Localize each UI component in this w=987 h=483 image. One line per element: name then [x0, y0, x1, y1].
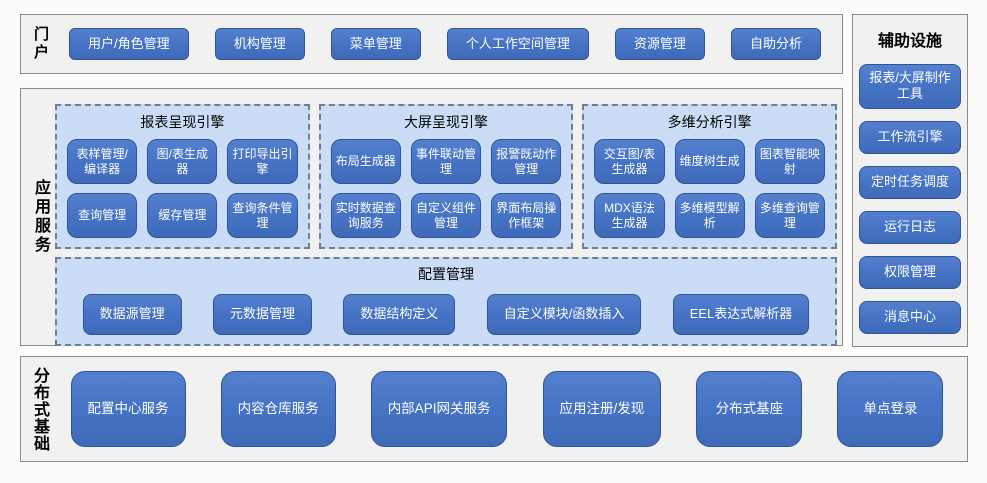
engine-group-report: 报表呈现引擎 表样管理/编译器 图/表生成器 打印导出引擎 查询管理 缓存管理 … [55, 104, 310, 249]
auxiliary-column: 报表/大屏制作工具 工作流引擎 定时任务调度 运行日志 权限管理 消息中心 [859, 64, 961, 334]
engine-item-ui-layout-framework: 界面布局操作框架 [491, 193, 562, 238]
app-services-content: 报表呈现引擎 表样管理/编译器 图/表生成器 打印导出引擎 查询管理 缓存管理 … [48, 89, 842, 346]
engine-groups-row: 报表呈现引擎 表样管理/编译器 图/表生成器 打印导出引擎 查询管理 缓存管理 … [55, 104, 838, 249]
engine-item-layout-generator: 布局生成器 [330, 139, 401, 184]
engine-item-chart-smart-mapping: 图表智能映射 [754, 139, 826, 184]
config-item-data-structure-definition: 数据结构定义 [343, 294, 456, 335]
aux-item-permission-mgmt: 权限管理 [859, 255, 961, 289]
portal-row: 用户/角色管理 机构管理 菜单管理 个人工作空间管理 资源管理 自助分析 [48, 28, 842, 60]
engine-item-event-linkage-mgmt: 事件联动管理 [410, 139, 482, 184]
config-mgmt-group: 配置管理 数据源管理 元数据管理 数据结构定义 自定义模块/函数插入 EEL表达… [55, 257, 837, 346]
aux-item-run-logs: 运行日志 [859, 210, 961, 244]
engine-item-dimension-tree-generation: 维度树生成 [674, 139, 745, 184]
config-item-eel-expression-parser: EEL表达式解析器 [672, 294, 810, 335]
engine-grid: 布局生成器 事件联动管理 报警既动作管理 实时数据查询服务 自定义组件管理 界面… [330, 139, 562, 238]
engine-group-title: 报表呈现引擎 [140, 114, 225, 130]
auxiliary-facilities-title: 辅助设施 [877, 33, 942, 50]
engine-item-report-style-compiler: 表样管理/编译器 [67, 139, 138, 184]
portal-item-self-analysis: 自助分析 [730, 28, 821, 60]
portal-item-user-role-mgmt: 用户/角色管理 [69, 28, 189, 60]
portal-item-org-mgmt: 机构管理 [214, 28, 305, 60]
engine-group-bigscreen: 大屏呈现引擎 布局生成器 事件联动管理 报警既动作管理 实时数据查询服务 自定义… [318, 104, 574, 249]
engine-group-title: 大屏呈现引擎 [404, 114, 488, 130]
base-item-config-center-service: 配置中心服务 [70, 371, 186, 447]
base-item-distributed-pedestal: 分布式基座 [696, 371, 803, 447]
aux-item-message-center: 消息中心 [859, 300, 961, 334]
app-services-section-label: 应用服务 [32, 179, 49, 255]
distributed-base-section: 分布式基础 配置中心服务 内容仓库服务 内部API网关服务 应用注册/发现 分布… [20, 356, 968, 462]
aux-item-workflow-engine: 工作流引擎 [859, 120, 961, 154]
portal-section-label: 门户 [32, 26, 49, 62]
engine-grid: 表样管理/编译器 图/表生成器 打印导出引擎 查询管理 缓存管理 查询条件管理 [67, 139, 298, 238]
base-item-app-registration-discovery: 应用注册/发现 [542, 371, 662, 447]
aux-item-scheduled-task-dispatch: 定时任务调度 [859, 165, 961, 199]
distributed-base-row: 配置中心服务 内容仓库服务 内部API网关服务 应用注册/发现 分布式基座 单点… [47, 371, 967, 447]
engine-group-olap: 多维分析引擎 交互图/表生成器 维度树生成 图表智能映射 MDX语法生成器 多维… [582, 104, 838, 249]
engine-item-mdx-syntax-generator: MDX语法生成器 [594, 193, 665, 238]
engine-item-custom-component-mgmt: 自定义组件管理 [410, 193, 482, 238]
base-item-internal-api-gateway-service: 内部API网关服务 [370, 371, 508, 447]
base-item-content-repository-service: 内容仓库服务 [220, 371, 336, 447]
config-item-metadata-mgmt: 元数据管理 [213, 294, 313, 335]
config-group-title: 配置管理 [418, 266, 474, 282]
portal-item-resource-mgmt: 资源管理 [614, 28, 705, 60]
app-services-section: 应用服务 报表呈现引擎 表样管理/编译器 图/表生成器 打印导出引擎 查询管理 … [20, 88, 843, 346]
engine-item-cache-mgmt: 缓存管理 [147, 193, 218, 238]
engine-item-print-export-engine: 打印导出引擎 [227, 139, 298, 184]
engine-item-multidim-model-parsing: 多维模型解析 [674, 193, 745, 238]
engine-item-realtime-query-service: 实时数据查询服务 [330, 193, 401, 238]
portal-item-workspace-mgmt: 个人工作空间管理 [446, 28, 589, 60]
config-row: 数据源管理 元数据管理 数据结构定义 自定义模块/函数插入 EEL表达式解析器 [67, 294, 825, 335]
portal-section: 门户 用户/角色管理 机构管理 菜单管理 个人工作空间管理 资源管理 自助分析 [20, 14, 843, 74]
auxiliary-facilities-panel: 辅助设施 报表/大屏制作工具 工作流引擎 定时任务调度 运行日志 权限管理 消息… [852, 14, 968, 347]
engine-item-query-mgmt: 查询管理 [67, 193, 138, 238]
engine-item-interactive-chart-generator: 交互图/表生成器 [594, 139, 665, 184]
portal-item-menu-mgmt: 菜单管理 [330, 28, 421, 60]
engine-grid: 交互图/表生成器 维度树生成 图表智能映射 MDX语法生成器 多维模型解析 多维… [594, 139, 826, 238]
engine-item-multidim-query-mgmt: 多维查询管理 [754, 193, 826, 238]
config-item-datasource-mgmt: 数据源管理 [82, 294, 182, 335]
engine-item-alarm-action-mgmt: 报警既动作管理 [491, 139, 562, 184]
aux-item-report-bigscreen-authoring-tool: 报表/大屏制作工具 [859, 64, 961, 109]
engine-group-title: 多维分析引擎 [667, 114, 752, 130]
base-item-single-sign-on: 单点登录 [837, 371, 944, 447]
distributed-base-section-label: 分布式基础 [31, 366, 48, 452]
engine-item-chart-table-generator: 图/表生成器 [147, 139, 218, 184]
config-item-custom-module-function-insert: 自定义模块/函数插入 [486, 294, 642, 335]
engine-item-query-condition-mgmt: 查询条件管理 [227, 193, 298, 238]
